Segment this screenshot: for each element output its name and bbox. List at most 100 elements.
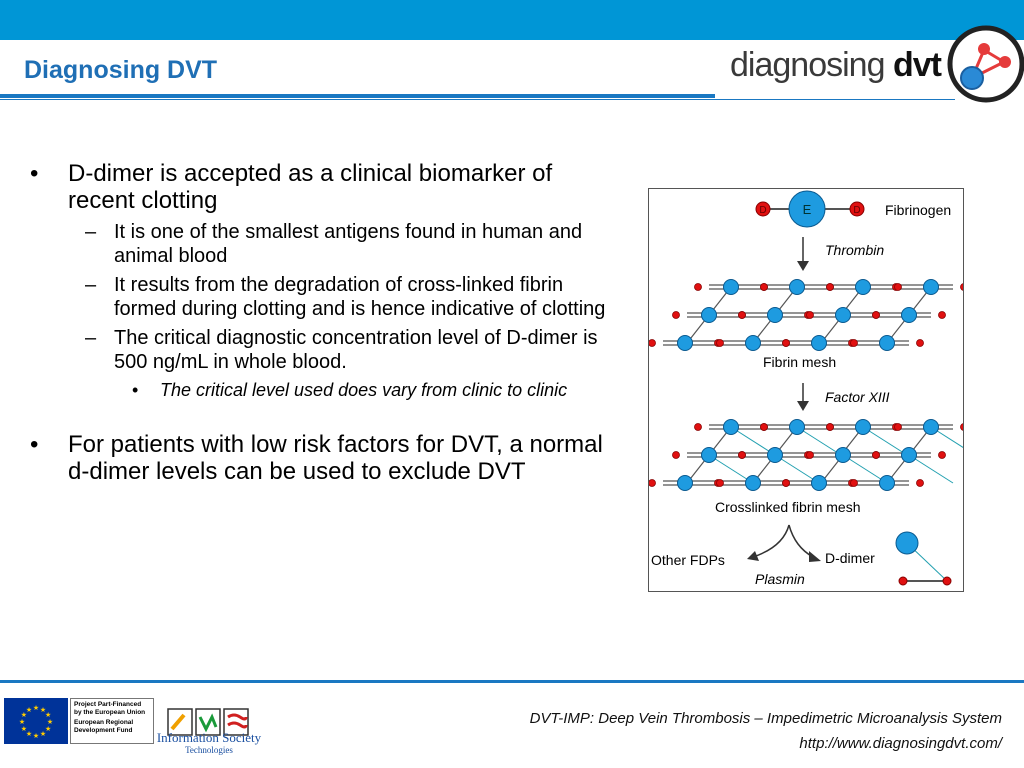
plasmin-label: Plasmin bbox=[755, 571, 805, 587]
fibrinogen-e-node bbox=[788, 190, 826, 228]
bullet-list: • D-dimer is accepted as a clinical bioma… bbox=[30, 160, 620, 491]
fibrinogen-d-node bbox=[849, 201, 865, 217]
footer-divider bbox=[0, 680, 1024, 683]
factor-xiii-arrow-icon bbox=[797, 401, 809, 411]
mesh-e-node bbox=[789, 279, 805, 295]
title-underline bbox=[0, 94, 715, 98]
molecule-logo-icon bbox=[947, 25, 1024, 103]
fibrinogen-d-node bbox=[755, 201, 771, 217]
mesh-e-node bbox=[923, 419, 939, 435]
eu-flag-icon: ★★★★★★★★★★★★ bbox=[4, 698, 68, 744]
d-dimer-d-node bbox=[898, 576, 908, 586]
thrombin-label: Thrombin bbox=[825, 242, 884, 258]
mesh-d-node bbox=[716, 479, 724, 487]
eu-star-icon: ★ bbox=[40, 706, 46, 714]
mesh-d-node bbox=[872, 451, 880, 459]
dash-marker: – bbox=[85, 327, 97, 349]
title-underline-thin bbox=[0, 99, 955, 100]
logo-word-dvt: dvt bbox=[892, 46, 942, 84]
eu-funding-line: Project Part-Financed by the European Un… bbox=[74, 701, 146, 716]
d-label: D bbox=[759, 205, 766, 216]
fibrin-mesh-graphic bbox=[649, 279, 963, 351]
diagram-canvas: D E D Fibrinogen Thrombin Fibrin mesh Fa… bbox=[649, 190, 963, 587]
eu-star-icon: ★ bbox=[19, 718, 25, 726]
mesh-d-node bbox=[716, 339, 724, 347]
mesh-d-node bbox=[916, 339, 924, 347]
crosslinked-mesh-label: Crosslinked fibrin mesh bbox=[715, 499, 861, 515]
site-logo-wordmark: diagnosing dvt bbox=[730, 46, 942, 85]
mesh-e-node bbox=[901, 307, 917, 323]
eu-star-icon: ★ bbox=[21, 725, 27, 733]
d-dimer-label: D-dimer bbox=[825, 550, 875, 566]
mesh-e-node bbox=[879, 475, 895, 491]
mesh-d-node bbox=[694, 283, 702, 291]
mesh-e-node bbox=[855, 279, 871, 295]
sub-bullet-item: –The critical diagnostic concentration l… bbox=[30, 326, 620, 374]
mesh-d-node bbox=[649, 339, 656, 347]
d-dimer-d-node bbox=[942, 576, 952, 586]
mesh-e-node bbox=[677, 475, 693, 491]
mesh-d-node bbox=[938, 451, 946, 459]
bullet-text: D-dimer is accepted as a clinical biomar… bbox=[68, 160, 553, 214]
mesh-d-node bbox=[782, 339, 790, 347]
e-label: E bbox=[803, 202, 812, 217]
other-fdps-label: Other FDPs bbox=[651, 552, 725, 568]
factor-xiii-label: Factor XIII bbox=[825, 389, 890, 405]
mesh-e-node bbox=[879, 335, 895, 351]
d-label: D bbox=[853, 205, 860, 216]
bullet-text: For patients with low risk factors for D… bbox=[68, 431, 603, 485]
mesh-d-node bbox=[782, 479, 790, 487]
mesh-d-node bbox=[916, 479, 924, 487]
mesh-e-node bbox=[811, 475, 827, 491]
d-dimer-arrow-icon bbox=[809, 551, 821, 562]
mesh-e-node bbox=[745, 475, 761, 491]
fibrin-mesh-label: Fibrin mesh bbox=[763, 354, 836, 370]
eu-funding-notice: Project Part-Financed by the European Un… bbox=[70, 698, 154, 744]
thrombin-arrow-icon bbox=[797, 261, 809, 271]
mesh-d-node bbox=[760, 423, 768, 431]
mesh-e-node bbox=[811, 335, 827, 351]
mesh-e-node bbox=[677, 335, 693, 351]
mesh-e-node bbox=[723, 279, 739, 295]
eu-star-icon: ★ bbox=[33, 704, 39, 712]
eu-star-icon: ★ bbox=[26, 706, 32, 714]
mesh-d-node bbox=[738, 311, 746, 319]
eu-star-icon: ★ bbox=[21, 711, 27, 719]
project-url[interactable]: http://www.diagnosingdvt.com/ bbox=[799, 735, 1002, 752]
information-society-logo-icon bbox=[167, 708, 249, 736]
footer-caption: DVT-IMP: Deep Vein Thrombosis – Impedime… bbox=[530, 706, 1002, 756]
crosslinked-mesh-graphic bbox=[649, 419, 963, 491]
mesh-e-node bbox=[723, 419, 739, 435]
mesh-d-node bbox=[672, 451, 680, 459]
sub-bullet-item: –It is one of the smallest antigens foun… bbox=[30, 220, 620, 268]
logo-word-diagnosing: diagnosing bbox=[730, 46, 885, 84]
bullet-marker: • bbox=[30, 160, 39, 187]
mesh-d-node bbox=[826, 283, 834, 291]
project-name: DVT-IMP: Deep Vein Thrombosis – Impedime… bbox=[529, 710, 1002, 727]
eu-star-icon: ★ bbox=[33, 732, 39, 740]
mesh-d-node bbox=[894, 423, 902, 431]
mesh-d-node bbox=[850, 479, 858, 487]
page-title: Diagnosing DVT bbox=[24, 56, 218, 84]
mesh-d-node bbox=[806, 311, 814, 319]
bullet-marker: • bbox=[132, 380, 139, 400]
sub-sub-bullet-text: The critical level used does vary from c… bbox=[160, 380, 568, 400]
other-fdps-arrow-icon bbox=[747, 551, 759, 561]
mesh-e-node bbox=[701, 447, 717, 463]
dash-marker: – bbox=[85, 274, 97, 296]
top-banner bbox=[0, 0, 1024, 40]
mesh-d-node bbox=[938, 311, 946, 319]
mesh-d-node bbox=[894, 283, 902, 291]
d-dimer-formation-diagram: D E D Fibrinogen Thrombin Fibrin mesh Fa… bbox=[648, 188, 964, 592]
sub-bullet-text: The critical diagnostic concentration le… bbox=[114, 327, 598, 373]
information-society-text: Information Society bbox=[156, 730, 262, 745]
mesh-d-node bbox=[826, 423, 834, 431]
mesh-e-node bbox=[789, 419, 805, 435]
sub-bullet-text: It results from the degradation of cross… bbox=[114, 274, 606, 320]
mesh-d-node bbox=[960, 283, 963, 291]
mesh-d-node bbox=[672, 311, 680, 319]
mesh-d-node bbox=[850, 339, 858, 347]
mesh-e-node bbox=[855, 419, 871, 435]
dash-marker: – bbox=[85, 221, 97, 243]
bullet-marker: • bbox=[30, 431, 39, 458]
